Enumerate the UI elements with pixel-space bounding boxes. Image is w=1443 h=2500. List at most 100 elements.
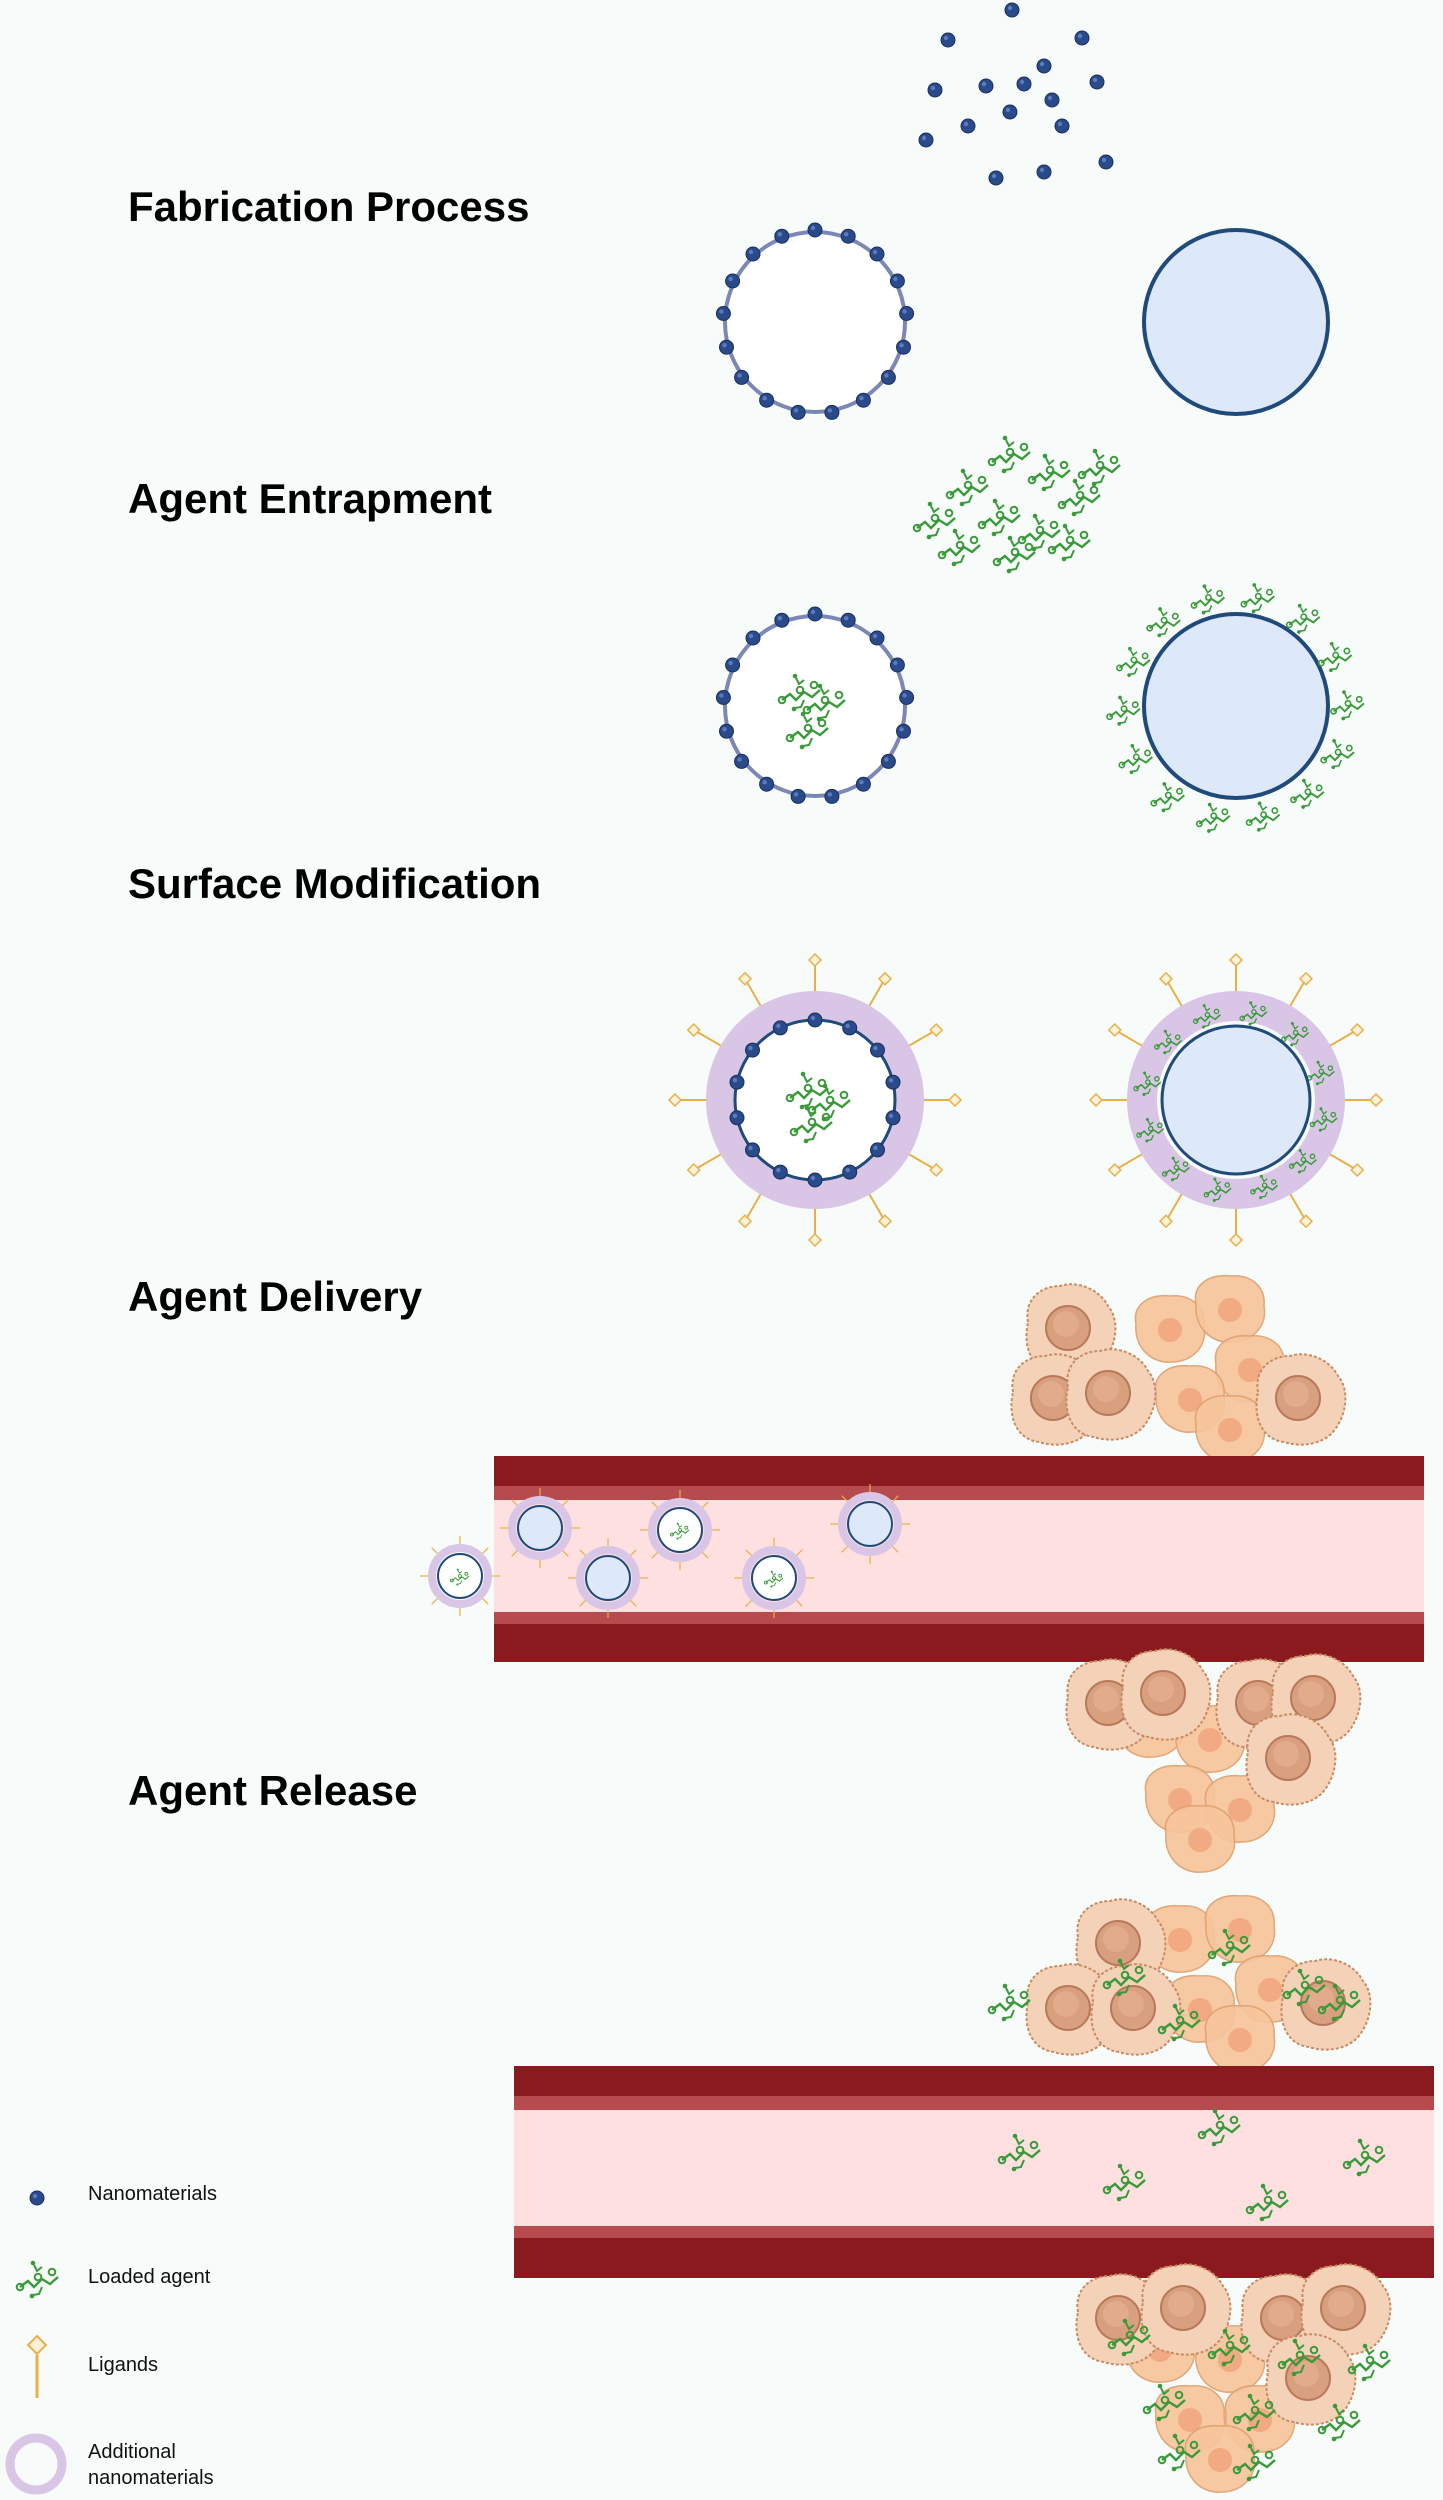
stage-title-entrapment: Agent Entrapment bbox=[128, 475, 493, 522]
stage-title-release: Agent Release bbox=[128, 1767, 418, 1814]
surface-agent bbox=[1118, 743, 1154, 775]
nanomaterial-dot bbox=[725, 657, 741, 673]
coated-vesicle bbox=[667, 952, 963, 1248]
nanomaterial-dot bbox=[885, 1074, 901, 1090]
circulating-core-particle bbox=[500, 1488, 580, 1568]
nanomaterial-vesicle-empty bbox=[715, 222, 915, 420]
nanomaterial-dot bbox=[1036, 58, 1052, 74]
ligand-head bbox=[1298, 1214, 1314, 1229]
nanomaterial-dot bbox=[1044, 92, 1060, 108]
nanomaterial-dot bbox=[1089, 74, 1105, 90]
nanomaterial-dot bbox=[1074, 30, 1090, 46]
ligand-head bbox=[1107, 1022, 1122, 1038]
ligand-head bbox=[1107, 1162, 1122, 1178]
nanomaterial-dot bbox=[729, 1074, 745, 1090]
nanomaterial-dot bbox=[759, 392, 775, 408]
circulating-vesicle-particle bbox=[420, 1536, 500, 1616]
ligand-head bbox=[1350, 1022, 1365, 1038]
nanomaterial-dot bbox=[978, 78, 994, 94]
nanomaterial-dot bbox=[824, 404, 840, 420]
free-agent-cluster bbox=[912, 434, 1122, 575]
ligand-head bbox=[737, 1214, 753, 1229]
ligand-head bbox=[877, 1214, 893, 1229]
nanomaterial-dot bbox=[842, 1164, 858, 1180]
circulating-nanoparticles bbox=[420, 1484, 910, 1618]
ligand-head bbox=[737, 971, 753, 986]
nanomaterial-dot bbox=[889, 657, 905, 673]
ligand-head bbox=[667, 1092, 683, 1108]
ligand-head bbox=[1158, 971, 1174, 986]
nanomaterial-dot bbox=[842, 1020, 858, 1036]
nanomaterial-dot bbox=[790, 404, 806, 420]
ligand-head bbox=[1088, 1092, 1104, 1108]
nanomaterial-dot bbox=[745, 630, 761, 646]
nanomaterial-dot bbox=[807, 1172, 823, 1188]
tumor-mass-upper-release bbox=[987, 1894, 1372, 2073]
nanomaterial-dot bbox=[840, 228, 856, 244]
ligand-head bbox=[1298, 971, 1314, 986]
loaded-vesicle bbox=[715, 606, 915, 804]
nanomaterial-dot bbox=[870, 1042, 885, 1058]
surface-agent bbox=[1115, 645, 1151, 678]
nanomaterial-dot bbox=[880, 369, 896, 385]
blood-vessel-delivery bbox=[494, 1456, 1424, 1662]
nanomaterial-dot bbox=[772, 1164, 788, 1180]
nanomaterial-dot bbox=[774, 612, 790, 628]
surface-agent bbox=[1146, 606, 1182, 639]
ligand-head bbox=[1350, 1162, 1365, 1178]
ligand-head bbox=[929, 1162, 944, 1178]
nanomaterial-dot bbox=[1098, 154, 1114, 170]
surface-agent bbox=[1320, 738, 1356, 771]
ligand-head bbox=[807, 952, 823, 968]
surface-agent bbox=[1329, 689, 1365, 722]
nanomaterial-dot bbox=[927, 82, 943, 98]
surface-agent bbox=[1150, 781, 1186, 814]
surface-agent bbox=[1240, 582, 1276, 615]
nanomaterial-dot bbox=[807, 1012, 823, 1028]
nanomaterial-dot bbox=[899, 306, 915, 321]
coated-core bbox=[1088, 952, 1384, 1248]
nanomaterial-dot bbox=[889, 273, 905, 289]
stage-title-delivery: Agent Delivery bbox=[128, 1273, 423, 1320]
surface-agent bbox=[1285, 602, 1321, 635]
circulating-vesicle-particle bbox=[640, 1490, 720, 1570]
circulating-core-particle bbox=[568, 1538, 648, 1618]
nanomaterial-dot bbox=[807, 222, 823, 238]
tumor-mass-upper-delivery bbox=[1010, 1274, 1347, 1463]
surface-agent bbox=[1245, 800, 1281, 833]
nanomaterial-dot bbox=[715, 306, 731, 321]
blood-vessel-release bbox=[514, 2066, 1434, 2278]
nanomaterial-dot bbox=[745, 1042, 760, 1058]
nanomaterial-dot bbox=[899, 690, 915, 705]
stage-title-fabrication: Fabrication Process bbox=[128, 183, 530, 230]
legend-additional-nanomaterial-icon bbox=[5, 2433, 67, 2495]
ligand-head bbox=[877, 971, 893, 986]
nanomaterial-dot bbox=[824, 788, 840, 804]
legend-loaded-agent-icon bbox=[15, 2259, 60, 2300]
nanomaterial-dot bbox=[885, 1110, 901, 1126]
nanomaterial-dot bbox=[725, 273, 741, 289]
nanomaterial-dot bbox=[896, 723, 911, 739]
nanomaterial-dot bbox=[719, 723, 734, 739]
nanomaterial-dot bbox=[790, 788, 806, 804]
nanomaterial-dot bbox=[940, 32, 956, 48]
legend-label-nanomaterials: Nanomaterials bbox=[88, 2183, 217, 2205]
legend-label-loaded-agent: Loaded agent bbox=[88, 2266, 211, 2288]
ligand-head bbox=[929, 1022, 944, 1038]
nanomaterial-dot bbox=[840, 612, 856, 628]
ligand-head bbox=[1228, 952, 1244, 968]
ligand-head bbox=[1368, 1092, 1384, 1108]
nanomaterial-dot bbox=[988, 170, 1004, 186]
ligand-head bbox=[1158, 1214, 1174, 1229]
nanomaterial-dot bbox=[734, 369, 750, 385]
legend-nanomaterial-icon bbox=[29, 2190, 45, 2206]
circulating-vesicle-particle bbox=[734, 1538, 814, 1618]
tumor-mass-lower-release bbox=[1075, 2263, 1392, 2493]
tumor-mass-lower-delivery bbox=[1065, 1648, 1362, 1873]
nanomaterial-dot bbox=[1004, 2, 1020, 18]
nanomaterial-dot bbox=[734, 753, 750, 769]
nanomaterial-dot bbox=[729, 1110, 745, 1126]
nanomaterial-dot bbox=[869, 630, 885, 646]
nanomaterial-dot bbox=[960, 118, 976, 134]
